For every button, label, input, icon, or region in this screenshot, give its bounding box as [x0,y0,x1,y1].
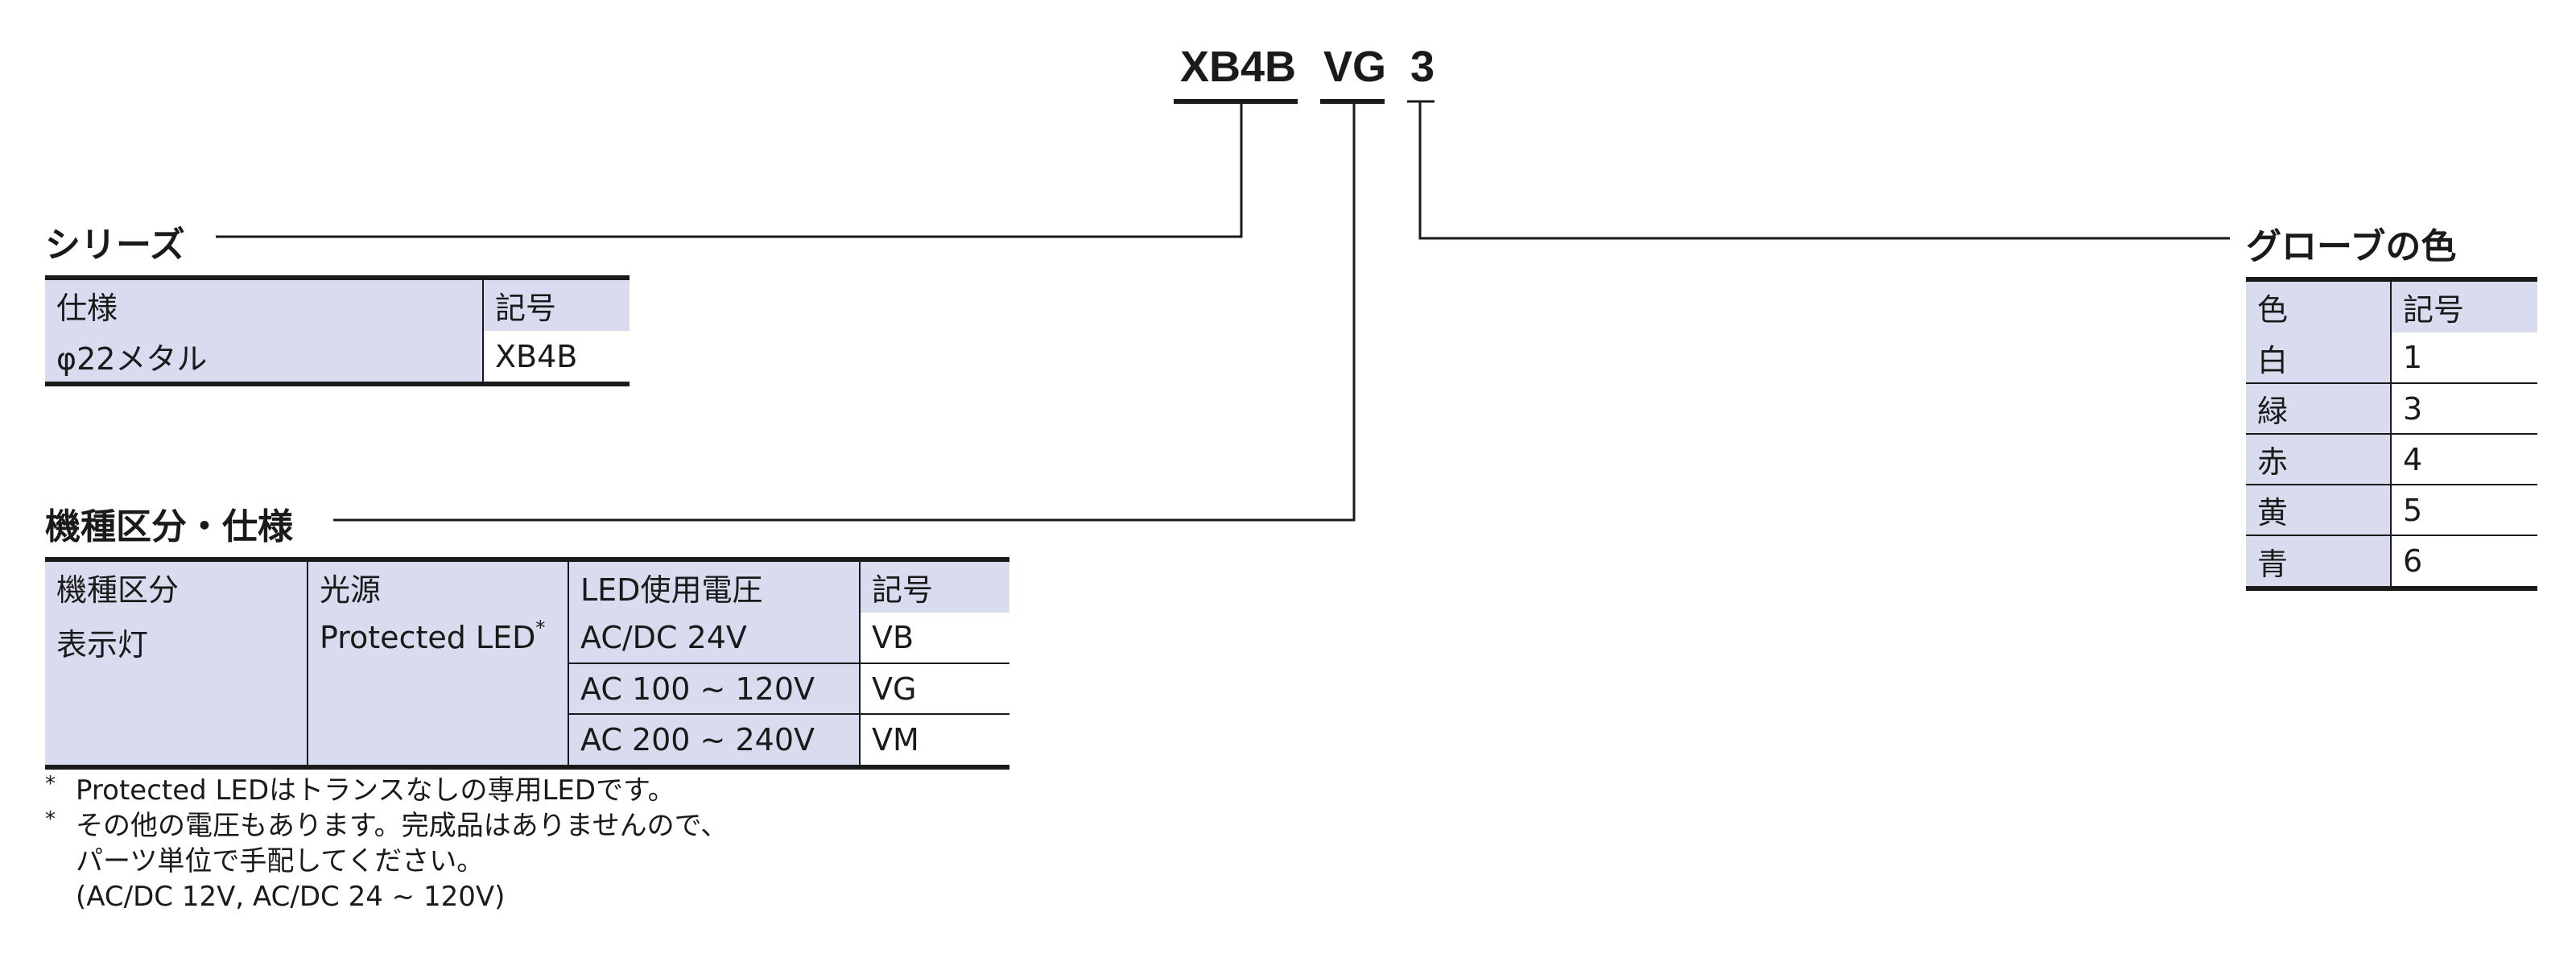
color-section-title: グローブの色 [2246,226,2457,267]
footnote-mark: * [45,772,56,796]
series-table: 仕様 記号 φ22メタル XB4B [45,275,630,386]
header-cell: 記号 [859,557,1009,613]
voltage-cell: AC/DC 24V [568,613,860,664]
table-header-row: 色 記号 [2246,277,2537,332]
header-cell: 色 [2246,277,2391,332]
code-cell: VB [859,613,1009,664]
color-name-cell: 赤 [2246,434,2391,485]
color-name-cell: 黄 [2246,485,2391,536]
category-cell: 表示灯 [45,613,308,770]
color-name-cell: 青 [2246,535,2391,591]
header-cell: 記号 [2390,277,2537,332]
table-row: 緑 3 [2246,383,2537,435]
spec-cell: φ22メタル [45,331,483,386]
footnote-text: パーツ単位で手配してください。 [76,845,485,877]
light-source-cell: Protected LED* [307,613,568,770]
color-name-cell: 緑 [2246,383,2391,435]
code-cell: 5 [2390,485,2537,536]
code-cell: 6 [2390,535,2537,591]
header-cell: 機種区分 [45,557,308,613]
series-leader-line [216,101,1243,238]
table-row: φ22メタル XB4B [45,331,630,386]
table-header-row: 機種区分 光源 LED使用電圧 記号 [45,557,1009,613]
footnote-2: * その他の電圧もあります。完成品はありませんので、 パーツ単位で手配してくださ… [45,807,729,914]
type-table: 機種区分 光源 LED使用電圧 記号 表示灯 Protected LED* AC… [45,557,1009,770]
footnote-text: Protected LEDはトランスなしの専用LEDです。 [76,774,675,807]
table-row: AC 200 ~ 240V VM [45,714,1009,770]
table-row: 黄 5 [2246,485,2537,536]
code-cell: 1 [2390,332,2537,384]
type-leader-line [333,101,1356,522]
table-row: 赤 4 [2246,434,2537,485]
footnote-1: * Protected LEDはトランスなしの専用LEDです。 [45,772,728,808]
code-series-segment: XB4B [1180,43,1297,91]
code-cell: VM [859,714,1009,770]
color-name-cell: 白 [2246,332,2391,384]
footnote-mark: * [45,807,56,832]
table-row: 青 6 [2246,535,2537,591]
header-cell: LED使用電圧 [568,557,860,613]
code-type-segment: VG [1323,43,1387,91]
header-cell: 記号 [482,275,630,331]
voltage-cell: AC 200 ~ 240V [568,714,860,770]
voltage-cell: AC 100 ~ 120V [568,663,860,715]
footnotes: * Protected LEDはトランスなしの専用LEDです。 * その他の電圧… [45,772,729,914]
type-section-title: 機種区分・仕様 [45,506,293,547]
table-row: 白 1 [2246,332,2537,384]
code-color-segment: 3 [1410,43,1435,91]
table-header-row: 仕様 記号 [45,275,630,331]
color-leader-line [1418,101,2230,240]
light-source-label: Protected LED [320,620,536,655]
table-row: 表示灯 Protected LED* AC/DC 24V VB [45,613,1009,770]
footnote-mark: * [535,617,546,639]
code-cell: XB4B [482,331,630,386]
code-cell: 3 [2390,383,2537,435]
header-cell: 光源 [307,557,568,613]
series-section-title: シリーズ [45,225,185,266]
table-row: AC 100 ~ 120V VG [45,663,1009,715]
footnote-text: その他の電圧もあります。完成品はありませんので、 [76,810,729,842]
header-cell: 仕様 [45,275,483,331]
code-cell: 4 [2390,434,2537,485]
color-table: 色 記号 白 1 緑 3 赤 4 黄 5 青 6 [2246,277,2537,591]
code-cell: VG [859,663,1009,715]
footnote-text: (AC/DC 12V, AC/DC 24 ~ 120V) [76,881,506,913]
